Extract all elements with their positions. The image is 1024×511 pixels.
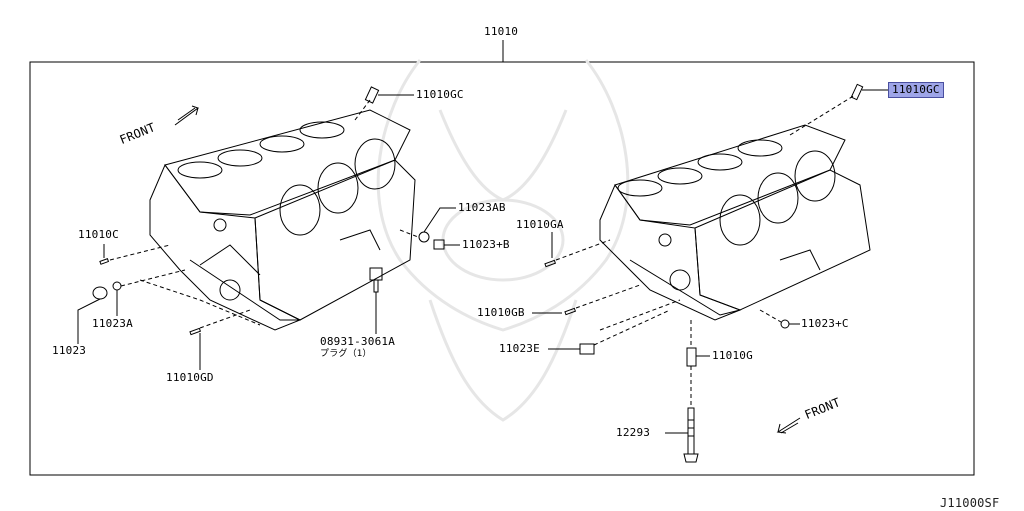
left-engine-block <box>149 109 416 331</box>
title-part-label: 11010 <box>484 25 519 38</box>
diagram-code: J11000SF <box>940 496 1000 510</box>
label-12293[interactable]: 12293 <box>616 426 651 439</box>
label-11023b[interactable]: 11023+B <box>462 238 510 251</box>
label-11010gc-left[interactable]: 11010GC <box>416 88 464 101</box>
label-plug-part[interactable]: 08931-3061A <box>320 335 396 348</box>
label-11010gd[interactable]: 11010GD <box>166 371 214 384</box>
label-11010gc-right[interactable]: 11010GC <box>888 82 944 98</box>
label-plug-note: プラグ（1） <box>320 349 372 359</box>
front-arrow-left-icon <box>174 105 200 126</box>
label-11010gb[interactable]: 11010GB <box>477 306 525 319</box>
left-small-parts <box>77 86 460 370</box>
front-arrow-right-icon <box>776 417 801 434</box>
label-11023a[interactable]: 11023A <box>92 317 133 330</box>
right-small-parts <box>532 83 888 463</box>
label-11023e[interactable]: 11023E <box>499 342 540 355</box>
right-engine-block <box>599 124 871 321</box>
label-11010c[interactable]: 11010C <box>78 228 119 241</box>
label-11010ga[interactable]: 11010GA <box>516 218 564 231</box>
diagram-frame <box>29 61 975 476</box>
label-11023[interactable]: 11023 <box>52 344 87 357</box>
label-11010g[interactable]: 11010G <box>712 349 753 362</box>
label-11023ab[interactable]: 11023AB <box>458 201 506 214</box>
label-11023c[interactable]: 11023+C <box>801 317 849 330</box>
